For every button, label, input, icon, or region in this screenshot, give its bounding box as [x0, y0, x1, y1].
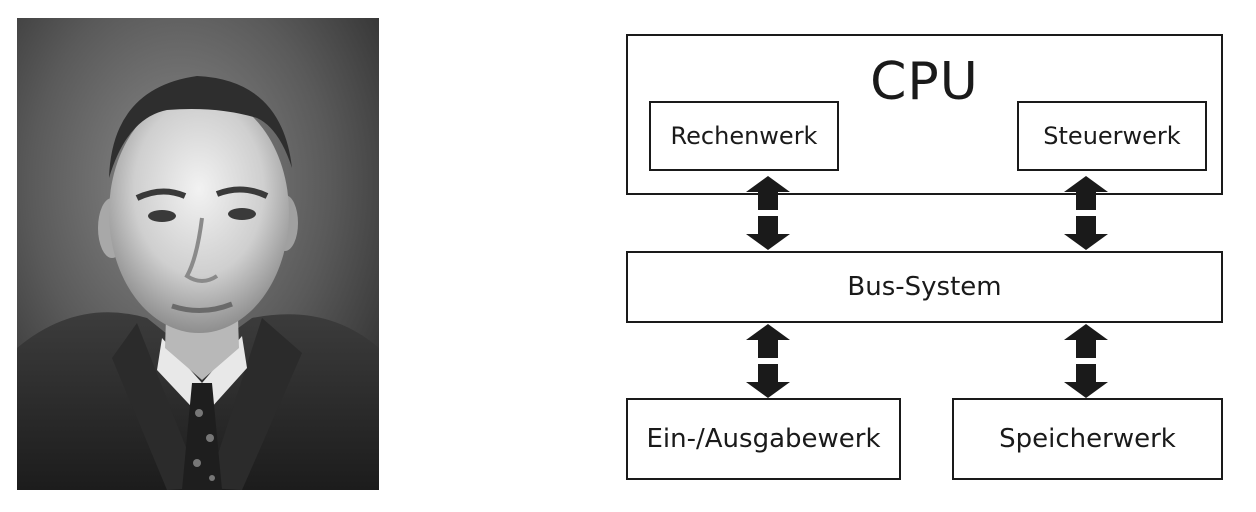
portrait-photo [17, 18, 379, 490]
arrow-steuerwerk-bus-icon [1064, 176, 1108, 250]
ein-ausgabewerk-label: Ein-/Ausgabewerk [646, 424, 881, 454]
speicherwerk-label: Speicherwerk [999, 424, 1176, 454]
speicherwerk-box: Speicherwerk [952, 398, 1223, 480]
rechenwerk-box: Rechenwerk [649, 101, 839, 171]
steuerwerk-box: Steuerwerk [1017, 101, 1207, 171]
bus-system-label: Bus-System [847, 272, 1002, 302]
cpu-title: CPU [870, 52, 979, 112]
ein-ausgabewerk-box: Ein-/Ausgabewerk [626, 398, 901, 480]
arrow-rechenwerk-bus-icon [746, 176, 790, 250]
bus-system-box: Bus-System [626, 251, 1223, 323]
arrow-bus-memory-icon [1064, 324, 1108, 398]
arrow-bus-io-icon [746, 324, 790, 398]
rechenwerk-label: Rechenwerk [670, 122, 818, 150]
steuerwerk-label: Steuerwerk [1043, 122, 1181, 150]
